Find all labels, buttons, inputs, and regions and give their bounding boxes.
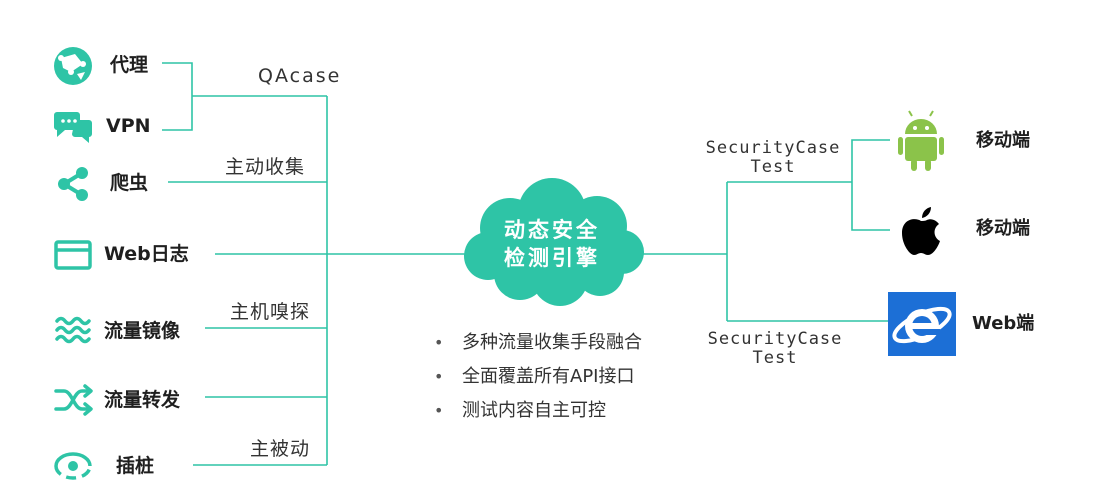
group-label-host-sniff: 主机嗅探 [230,301,311,323]
source-label-crawler: 爬虫 [110,172,149,194]
source-label-instrument: 插桩 [116,455,155,477]
security-case-test-bottom: SecurityCase Test [700,330,850,368]
engine-cloud [464,178,644,306]
security-case-bottom-line1: SecurityCase [707,329,843,349]
source-label-proxy: 代理 [110,54,149,76]
target-label-android: 移动端 [976,130,1030,151]
feature-item: 多种流量收集手段融合 [432,326,642,360]
source-label-vpn: VPN [106,115,151,137]
share-icon [58,167,88,201]
feature-item: 测试内容自主可控 [432,394,642,428]
ie-browser-icon [888,292,956,356]
source-label-weblog: Web日志 [104,243,189,265]
shuffle-icon [54,384,93,416]
group-label-passive: 主被动 [250,438,311,460]
waves-icon [55,316,91,344]
engine-title: 动态安全 检测引擎 [462,216,642,272]
target-icon [54,452,92,480]
apple-icon [902,207,940,255]
connector-lines [162,62,890,466]
feature-list: 多种流量收集手段融合 全面覆盖所有API接口 测试内容自主可控 [432,326,642,428]
source-label-forward: 流量转发 [104,389,181,411]
connector-mobile-bracket [851,139,890,231]
target-label-web: Web端 [972,313,1035,334]
connector-qacase-bracket [162,62,193,131]
android-icon [898,110,944,171]
security-case-test-top: SecurityCase Test [698,139,848,177]
security-case-top-line2: Test [750,157,796,177]
target-label-ios: 移动端 [976,218,1030,239]
feature-item: 全面覆盖所有API接口 [432,360,642,394]
group-label-active-collect: 主动收集 [225,156,306,178]
security-case-top-line1: SecurityCase [705,138,841,158]
group-label-qacase: QAcase [258,65,342,87]
security-case-bottom-line2: Test [752,348,798,368]
chat-bubbles-icon [54,112,92,143]
source-label-mirror: 流量镜像 [104,320,181,342]
browser-window-icon [54,240,92,270]
engine-title-line2: 检测引擎 [504,246,600,270]
globe-network-icon [54,47,92,85]
engine-title-line1: 动态安全 [504,218,600,242]
